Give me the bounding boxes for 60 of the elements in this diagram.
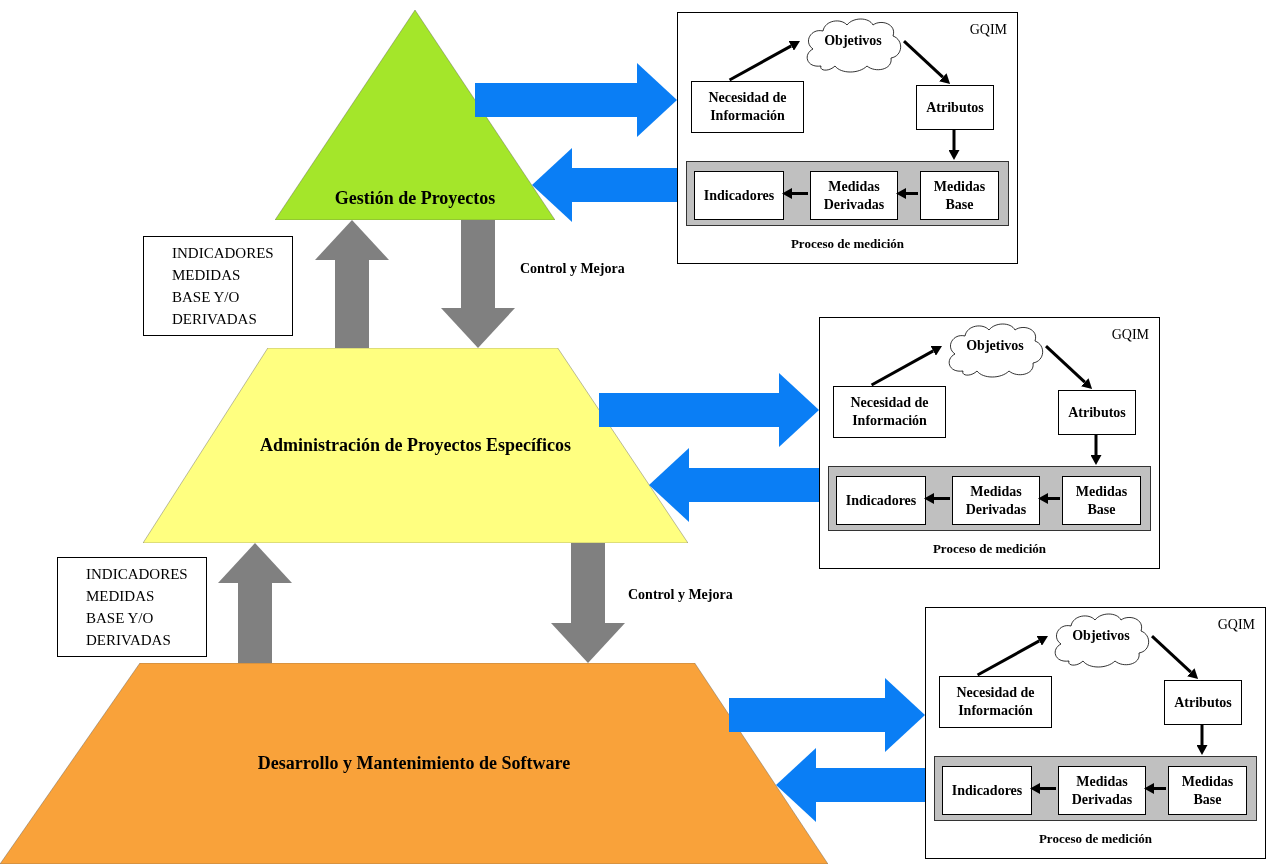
arrow — [1144, 783, 1166, 794]
level-title: Desarrollo y Mantenimiento de Software — [257, 752, 571, 775]
process-box: Indicadores — [694, 171, 784, 220]
arrow — [896, 188, 918, 199]
process-box: Medidas Derivadas — [1058, 766, 1146, 815]
block-arrow — [776, 748, 925, 822]
arrow — [924, 493, 950, 504]
block-arrow — [441, 220, 515, 348]
process-box: Indicadores — [836, 476, 926, 525]
arrow — [948, 129, 960, 160]
pyramid-level — [0, 663, 828, 864]
arrow — [1090, 434, 1102, 465]
arrow — [1044, 345, 1093, 389]
process-box: Medidas Base — [920, 171, 999, 220]
level-title: Gestión de Proyectos — [334, 187, 496, 210]
pyramid-level — [275, 10, 555, 220]
arrow — [902, 40, 951, 84]
process-box: Medidas Base — [1062, 476, 1141, 525]
process-box: Necesidad de Información — [833, 386, 946, 438]
gqim-panel — [925, 607, 1266, 859]
cloud-label: Objetivos — [824, 31, 882, 50]
pyramid-level — [143, 348, 688, 543]
process-box: Medidas Base — [1168, 766, 1247, 815]
arrow — [728, 41, 800, 82]
arrow — [1030, 783, 1056, 794]
note-box: INDICADORES MEDIDAS BASE Y/O DERIVADAS — [143, 236, 293, 336]
band-caption: Proceso de medición — [931, 540, 1048, 558]
cloud-label: Objetivos — [1072, 626, 1130, 645]
process-box: Indicadores — [942, 766, 1032, 815]
process-box: Necesidad de Información — [939, 676, 1052, 728]
process-box: Atributos — [1058, 390, 1136, 435]
arrow — [1150, 635, 1199, 679]
arrow — [976, 636, 1048, 677]
arrow — [1196, 724, 1208, 755]
panel-title: GQIM — [1217, 616, 1255, 634]
level-title: Administración de Proyectos Específicos — [259, 434, 572, 457]
block-arrow — [649, 448, 819, 522]
process-box: Atributos — [916, 85, 994, 130]
block-arrow — [551, 543, 625, 663]
note-box: INDICADORES MEDIDAS BASE Y/O DERIVADAS — [57, 557, 207, 657]
gqim-panel — [677, 12, 1018, 264]
block-arrow — [315, 220, 389, 348]
block-arrow — [475, 63, 677, 137]
panel-title: GQIM — [969, 21, 1007, 39]
arrow — [1038, 493, 1060, 504]
panel-title: GQIM — [1111, 326, 1149, 344]
block-arrow — [729, 678, 925, 752]
process-box: Medidas Derivadas — [810, 171, 898, 220]
arrow — [870, 346, 942, 387]
band-caption: Proceso de medición — [789, 235, 906, 253]
process-box: Atributos — [1164, 680, 1242, 725]
gqim-panel — [819, 317, 1160, 569]
process-box: Medidas Derivadas — [952, 476, 1040, 525]
cloud-label: Objetivos — [966, 336, 1024, 355]
block-arrow — [599, 373, 819, 447]
band-caption: Proceso de medición — [1037, 830, 1154, 848]
process-box: Necesidad de Información — [691, 81, 804, 133]
block-arrow — [532, 148, 677, 222]
block-arrow — [218, 543, 292, 663]
arrow — [782, 188, 808, 199]
